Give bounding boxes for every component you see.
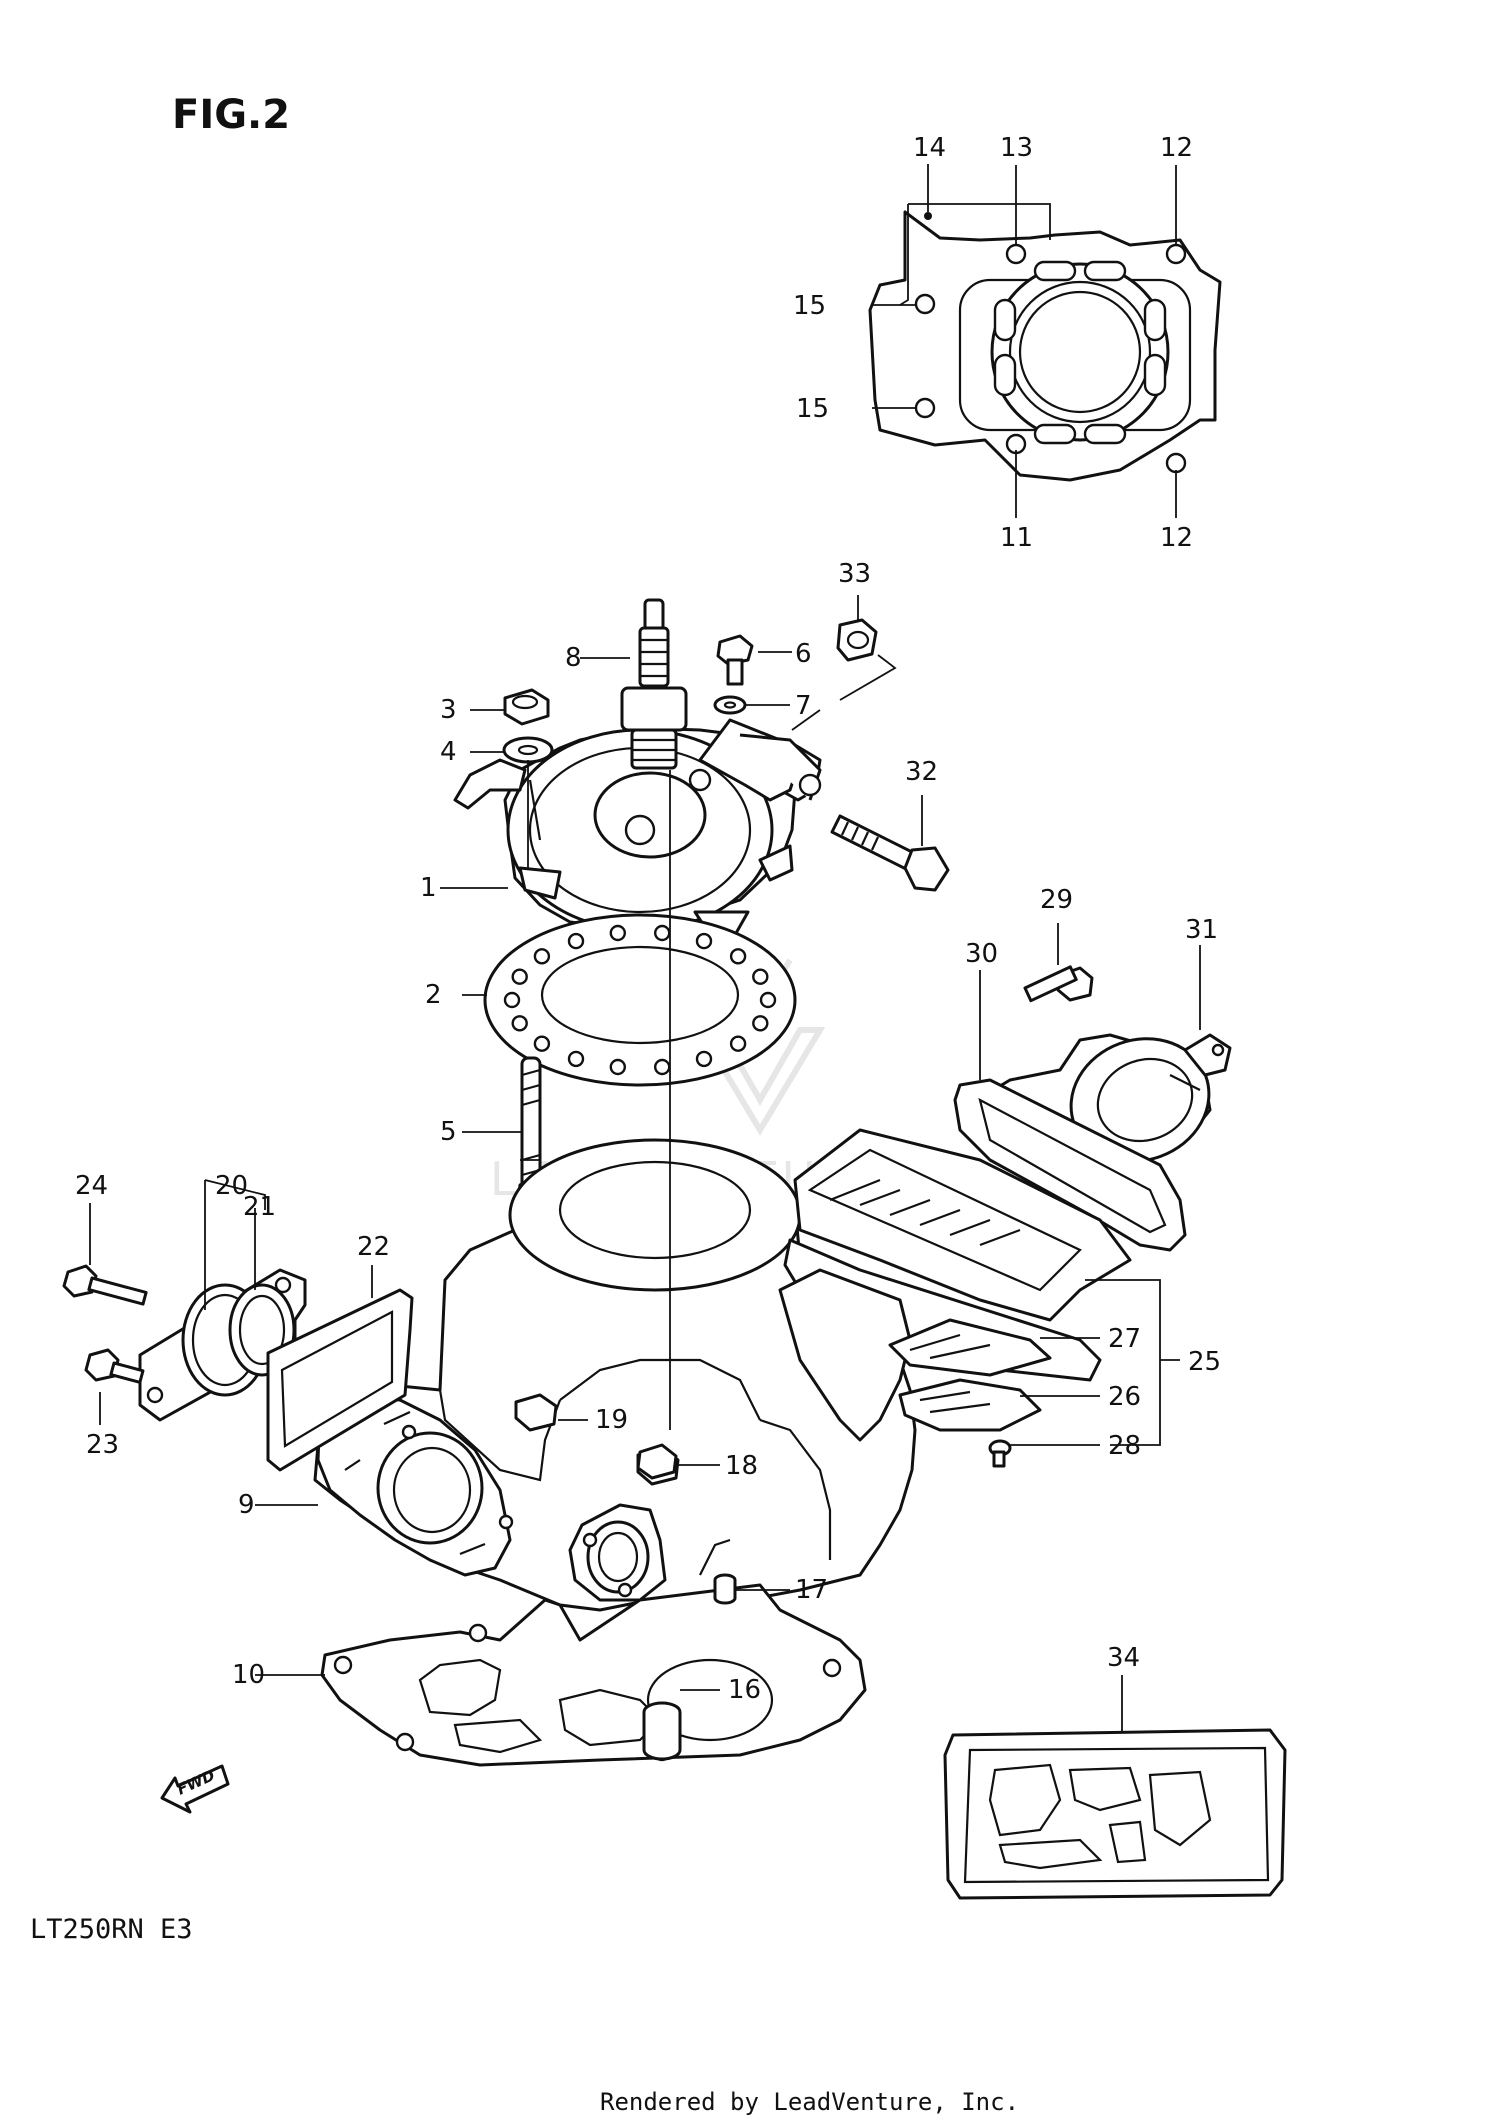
base-gasket bbox=[320, 1583, 867, 1767]
callout-30: 30 bbox=[965, 939, 998, 969]
callout-20: 20 bbox=[215, 1171, 248, 1201]
gasket-hole bbox=[654, 924, 671, 942]
gasket-hole bbox=[695, 1050, 713, 1068]
gasket-hole bbox=[503, 991, 521, 1009]
render-credit: Rendered by LeadVenture, Inc. bbox=[600, 2088, 1019, 2116]
dowel-pin-small bbox=[713, 1573, 737, 1605]
callout-24: 24 bbox=[75, 1171, 108, 1201]
callout-6: 6 bbox=[795, 639, 812, 669]
callout-31: 31 bbox=[1185, 915, 1218, 945]
gasket-hole bbox=[729, 948, 747, 965]
callout-15-bottom: 15 bbox=[796, 394, 829, 424]
gasket-hole bbox=[752, 1015, 769, 1032]
gasket-hole bbox=[533, 1035, 551, 1052]
intake-bolt bbox=[1023, 965, 1094, 1003]
callout-16: 16 bbox=[728, 1675, 761, 1705]
model-code: LT250RN E3 bbox=[30, 1914, 193, 1945]
callout-4: 4 bbox=[440, 737, 457, 767]
callout-10: 10 bbox=[232, 1660, 265, 1690]
exhaust-gasket bbox=[266, 1288, 414, 1472]
gasket-set-package bbox=[943, 1728, 1287, 1900]
forward-arrow-icon: FWD bbox=[160, 1764, 230, 1814]
callout-5: 5 bbox=[440, 1117, 457, 1147]
callout-3: 3 bbox=[440, 695, 457, 725]
reed-screw bbox=[988, 1439, 1012, 1468]
callout-26: 26 bbox=[1108, 1382, 1141, 1412]
gasket-hole bbox=[609, 924, 626, 942]
callout-18: 18 bbox=[725, 1451, 758, 1481]
callout-12-top: 12 bbox=[1160, 133, 1193, 163]
nut bbox=[503, 688, 550, 726]
callout-29: 29 bbox=[1040, 885, 1073, 915]
gasket-hole bbox=[533, 948, 551, 965]
callout-8: 8 bbox=[565, 643, 582, 673]
callout-17: 17 bbox=[795, 1575, 828, 1605]
callout-25: 25 bbox=[1188, 1347, 1221, 1377]
callout-14: 14 bbox=[913, 133, 946, 163]
callout-7: 7 bbox=[795, 691, 812, 721]
callout-15-top: 15 bbox=[793, 291, 826, 321]
spark-plug bbox=[620, 598, 688, 770]
cylinder-top-view bbox=[868, 210, 1222, 482]
washer-small bbox=[713, 695, 747, 715]
gasket-hole bbox=[567, 1050, 585, 1068]
callout-13: 13 bbox=[1000, 133, 1033, 163]
reed-petal bbox=[888, 1318, 1052, 1377]
leader-lines bbox=[89, 164, 1201, 1732]
figure-title: FIG.2 bbox=[172, 92, 290, 138]
callout-27: 27 bbox=[1108, 1324, 1141, 1354]
dowel-pin-large bbox=[642, 1701, 682, 1761]
gasket-hole bbox=[695, 932, 713, 950]
long-bolt bbox=[830, 814, 950, 892]
exhaust-bolt-lower bbox=[84, 1348, 145, 1384]
callout-19: 19 bbox=[595, 1405, 628, 1435]
callout-21: 21 bbox=[243, 1192, 276, 1222]
callout-12-bottom: 12 bbox=[1160, 523, 1193, 553]
gasket-hole bbox=[609, 1058, 626, 1076]
gasket-hole bbox=[511, 1015, 528, 1032]
gasket-hole bbox=[729, 1035, 747, 1052]
gasket-hole bbox=[654, 1058, 671, 1076]
callout-2: 2 bbox=[425, 980, 442, 1010]
intake-gasket bbox=[953, 1078, 1187, 1252]
callout-33: 33 bbox=[838, 559, 871, 589]
cap-nut bbox=[836, 618, 878, 662]
callout-22: 22 bbox=[357, 1232, 390, 1262]
gasket-hole bbox=[759, 991, 777, 1009]
callout-labels: 14 13 12 15 15 11 12 33 8 6 7 3 4 32 1 2… bbox=[75, 133, 1221, 1705]
head-gasket bbox=[483, 913, 797, 1087]
gasket-hole bbox=[511, 968, 528, 985]
gasket-hole bbox=[567, 932, 585, 950]
callout-32: 32 bbox=[905, 757, 938, 787]
gasket-port-ring bbox=[993, 260, 1167, 445]
callout-1: 1 bbox=[420, 873, 437, 903]
reed-stopper bbox=[898, 1378, 1042, 1432]
cylinder-head bbox=[453, 718, 822, 952]
callout-9: 9 bbox=[238, 1490, 255, 1520]
callout-28: 28 bbox=[1108, 1431, 1141, 1461]
exhaust-bolt-upper bbox=[62, 1264, 148, 1306]
gasket-hole bbox=[752, 968, 769, 985]
callout-11: 11 bbox=[1000, 523, 1033, 553]
callout-34: 34 bbox=[1107, 1643, 1140, 1673]
washer bbox=[502, 736, 554, 764]
bolt-small bbox=[716, 634, 754, 686]
callout-23: 23 bbox=[86, 1430, 119, 1460]
cylinder-nut-rear bbox=[636, 1443, 678, 1480]
cylinder-body bbox=[313, 1138, 917, 1612]
